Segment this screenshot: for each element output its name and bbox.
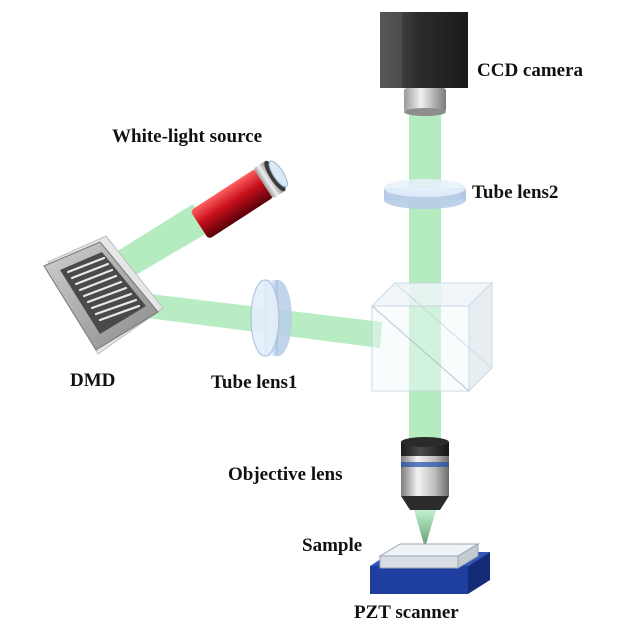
tube-lens1 xyxy=(250,279,292,357)
objective-band xyxy=(401,462,449,467)
label-pzt-scanner: PZT scanner xyxy=(354,602,459,623)
dmd-mirror-array xyxy=(66,256,141,322)
objective-lens xyxy=(401,437,449,548)
scanner-front xyxy=(370,566,468,594)
dmd xyxy=(43,235,164,355)
light-beams xyxy=(108,112,441,445)
beam-source-to-dmd xyxy=(108,204,209,283)
label-tube-lens2: Tube lens2 xyxy=(472,182,559,203)
tube-lens2 xyxy=(384,179,466,209)
objective-top-face xyxy=(401,437,449,447)
camera-body-edge xyxy=(380,12,402,88)
cube-diagonal-back xyxy=(394,282,493,369)
tube-lens2-top xyxy=(384,179,466,197)
label-objective-lens: Objective lens xyxy=(228,464,343,485)
source-body xyxy=(191,169,273,238)
beam-splitter-cube xyxy=(370,281,494,393)
sample xyxy=(378,543,480,569)
label-white-light-source: White-light source xyxy=(112,126,263,147)
source-window xyxy=(268,160,288,188)
objective-nose xyxy=(401,496,449,510)
scanner-right xyxy=(468,552,490,594)
label-sample: Sample xyxy=(302,535,363,556)
objective-focus-cone xyxy=(414,510,436,548)
source-collar xyxy=(254,162,284,198)
beam-dmd-to-cube xyxy=(116,290,382,348)
ccd-camera xyxy=(380,12,468,116)
white-light-source xyxy=(191,160,288,238)
beam-vertical-lower xyxy=(409,395,441,445)
dmd-chip xyxy=(60,252,146,334)
label-tube-lens1: Tube lens1 xyxy=(211,372,298,393)
sample-front xyxy=(379,555,459,569)
label-dmd: DMD xyxy=(70,370,116,391)
cube-diagonal xyxy=(371,305,470,392)
tube-lens1-front xyxy=(250,279,280,357)
camera-mount xyxy=(404,88,446,112)
camera-mount-rim xyxy=(404,108,446,116)
label-ccd-camera: CCD camera xyxy=(477,60,584,81)
